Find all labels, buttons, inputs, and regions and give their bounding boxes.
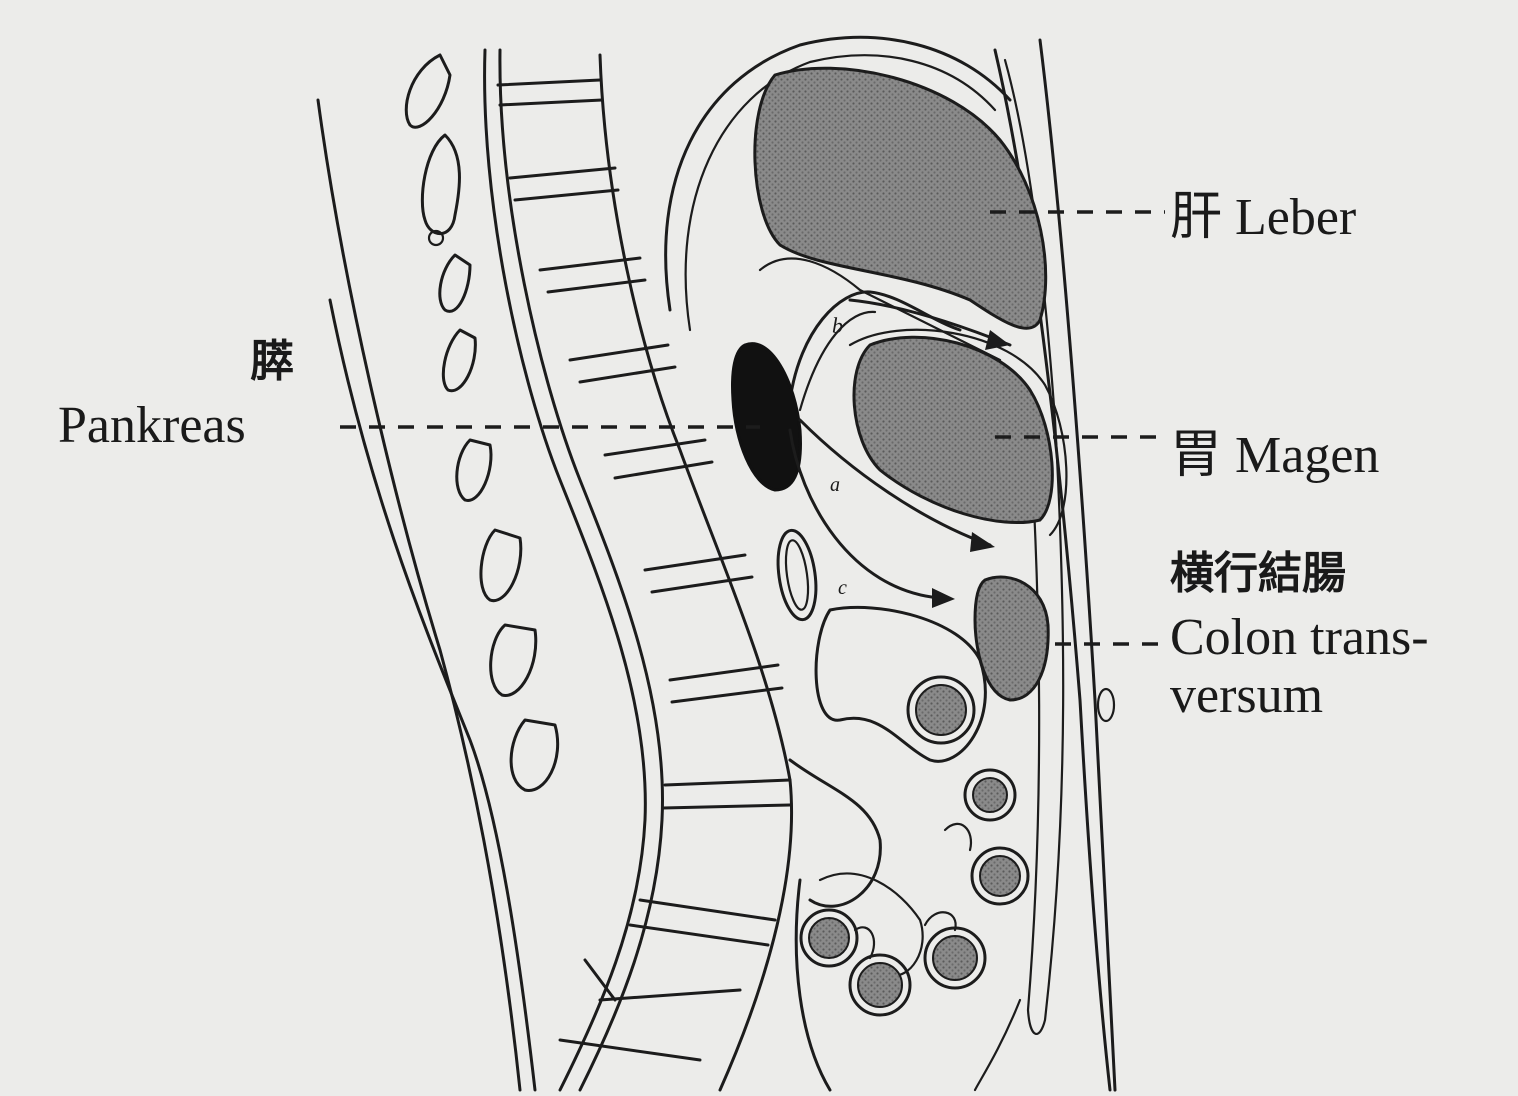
pancreas	[733, 344, 801, 490]
spinous-processes	[406, 55, 557, 790]
aorta-inner	[782, 539, 812, 611]
navel	[1098, 689, 1114, 721]
label-pancreas-de: Pankreas	[58, 400, 246, 452]
spinal-canal-anterior	[500, 50, 663, 1090]
marker-c: c	[838, 578, 847, 598]
back-outline	[318, 100, 520, 1090]
label-colon-de-2: versum	[1170, 670, 1323, 722]
liver	[755, 68, 1046, 328]
spinal-canal-posterior	[485, 50, 646, 1090]
label-stomach: 胃 Magen	[1170, 430, 1379, 482]
label-colon-jp: 横行結腸	[1170, 552, 1346, 596]
vertebral-discs	[498, 80, 790, 1060]
mesentery-lower	[790, 760, 880, 906]
lower-abdominal-fold	[975, 1000, 1020, 1090]
label-colon-de-1: Colon trans-	[1170, 612, 1429, 664]
stomach	[854, 337, 1052, 522]
marker-a: a	[830, 475, 840, 495]
abdominal-wall-2	[1040, 40, 1115, 1090]
marker-b: b	[832, 315, 843, 337]
label-liver: 肝 Leber	[1170, 192, 1356, 244]
label-pancreas-jp: 膵	[250, 340, 294, 384]
